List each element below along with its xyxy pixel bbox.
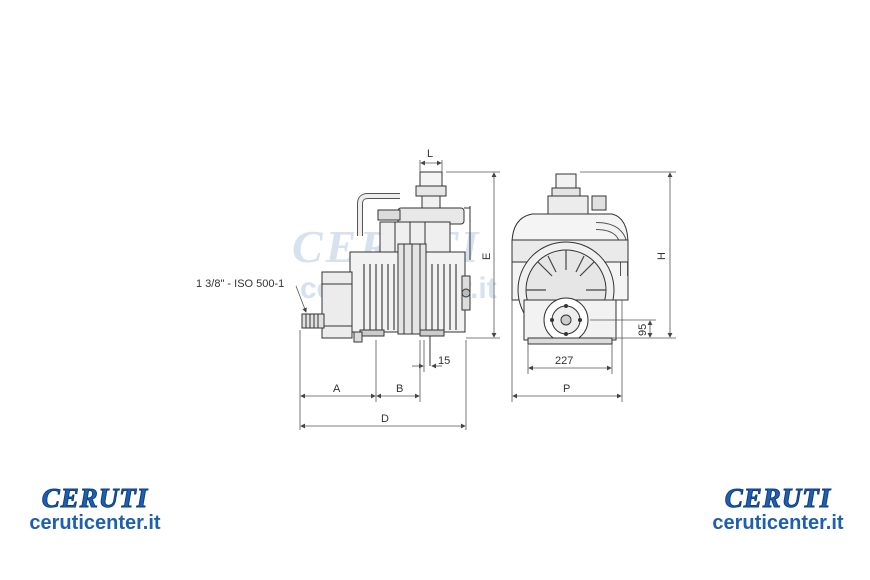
side-view xyxy=(301,171,471,366)
front-view xyxy=(511,173,629,345)
brand-url: ceruticenter.it xyxy=(712,512,844,534)
dim-label-p: P xyxy=(563,383,570,395)
dim-label-d: D xyxy=(381,413,389,425)
dim-label-a: A xyxy=(333,383,341,395)
thread-spec-label: 1 3/8" - ISO 500-1 xyxy=(196,278,284,290)
brand-wordmark: CERUTI xyxy=(41,483,149,513)
brand-logo-right: CERUTI ceruticenter.it xyxy=(703,483,853,535)
brand-wordmark: CERUTI xyxy=(724,483,832,513)
dim-label-b: B xyxy=(396,383,403,395)
brand-url: ceruticenter.it xyxy=(29,512,161,534)
front-dimensions xyxy=(511,171,676,402)
dim-label-h: H xyxy=(656,252,668,260)
side-dimensions xyxy=(295,160,500,430)
brand-logo-left: CERUTI ceruticenter.it xyxy=(20,483,170,535)
dim-label-95: 95 xyxy=(637,324,649,336)
dim-label-227: 227 xyxy=(555,355,573,367)
dim-label-e: E xyxy=(481,253,493,260)
dim-label-l: L xyxy=(427,148,433,160)
dim-label-15: 15 xyxy=(438,355,450,367)
